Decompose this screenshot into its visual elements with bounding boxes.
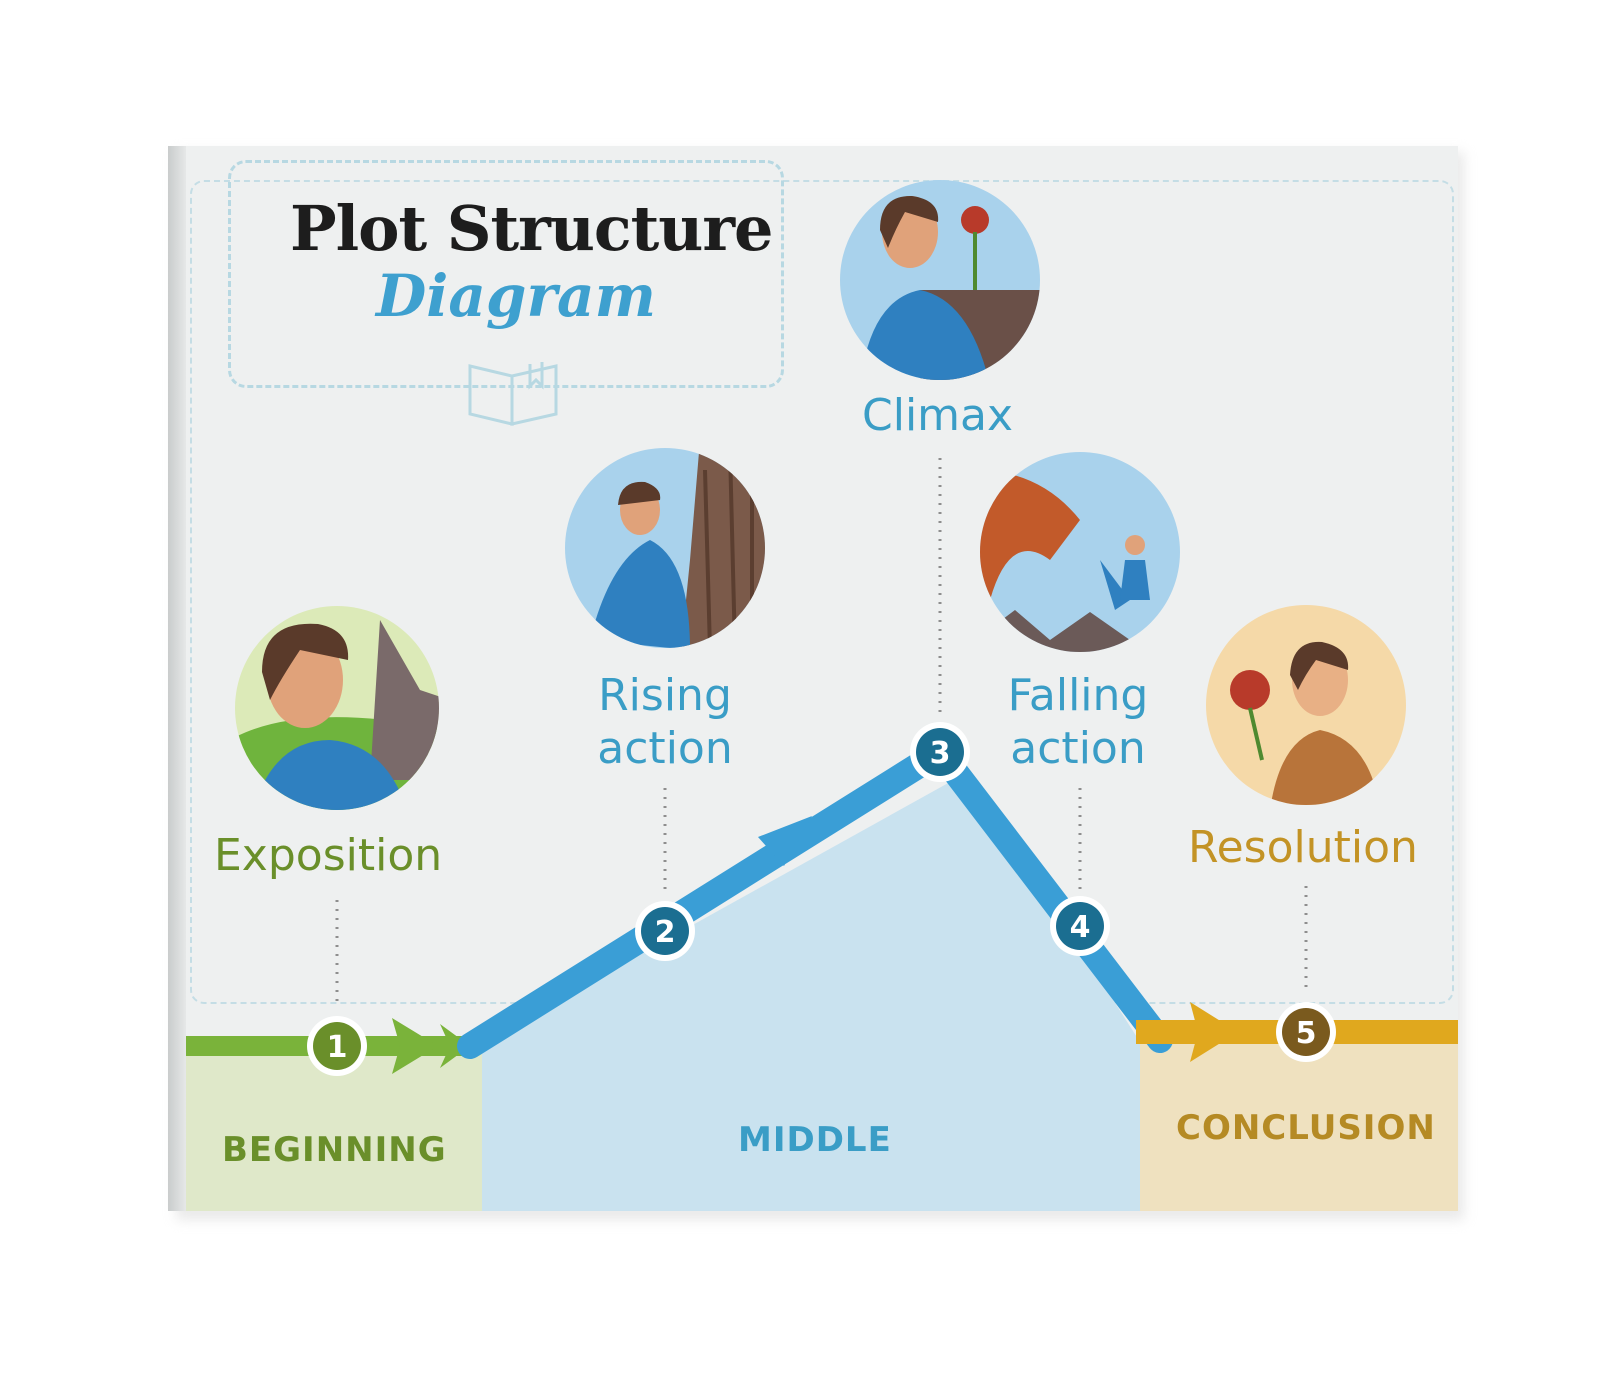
stage-badge-2: 2	[635, 901, 695, 961]
label-rising-line2: action	[597, 722, 733, 774]
stage-badge-4: 4	[1050, 896, 1110, 956]
label-climax: Climax	[862, 390, 1014, 441]
stage-number-5: 5	[1296, 1016, 1317, 1051]
stage-number-3: 3	[930, 736, 951, 771]
gold-arrow	[1190, 1002, 1238, 1062]
middle-zone	[482, 772, 1140, 1211]
canvas-edge	[168, 146, 186, 1211]
label-resolution: Resolution	[1188, 822, 1418, 873]
hero-with-rose-icon	[840, 180, 1040, 380]
section-conclusion: CONCLUSION	[1176, 1108, 1436, 1148]
hero-portrait-icon	[235, 606, 439, 810]
green-arrow	[392, 1018, 438, 1074]
guide-lines	[335, 458, 1308, 1005]
rising-arrow	[758, 816, 812, 866]
label-exposition: Exposition	[214, 830, 443, 881]
conclusion-zone	[1140, 1042, 1458, 1211]
label-falling-line2: action	[1010, 722, 1146, 774]
label-falling-action: Falling action	[998, 670, 1158, 776]
open-book-icon	[468, 362, 558, 426]
diagram-title: Plot Structure	[290, 192, 773, 265]
stage-badge-1: 1	[307, 1016, 367, 1076]
label-rising-line1: Rising	[598, 670, 732, 721]
stage-number-1: 1	[327, 1030, 348, 1065]
hero-fleeing-dragon-icon	[980, 452, 1180, 652]
stage-number-2: 2	[655, 915, 676, 950]
diagram-subtitle: Diagram	[376, 262, 656, 330]
green-chevron	[440, 1024, 470, 1068]
stage-badge-5: 5	[1276, 1002, 1336, 1062]
label-falling-line1: Falling	[1007, 670, 1149, 721]
title-box	[228, 160, 784, 388]
stage-number-4: 4	[1070, 910, 1091, 945]
hero-climbing-icon	[565, 448, 765, 648]
label-rising-action: Rising action	[590, 670, 740, 776]
section-middle: MIDDLE	[738, 1120, 892, 1160]
person-receiving-rose-icon	[1206, 605, 1406, 805]
section-beginning: BEGINNING	[222, 1130, 447, 1170]
stage-badge-3: 3	[910, 722, 970, 782]
